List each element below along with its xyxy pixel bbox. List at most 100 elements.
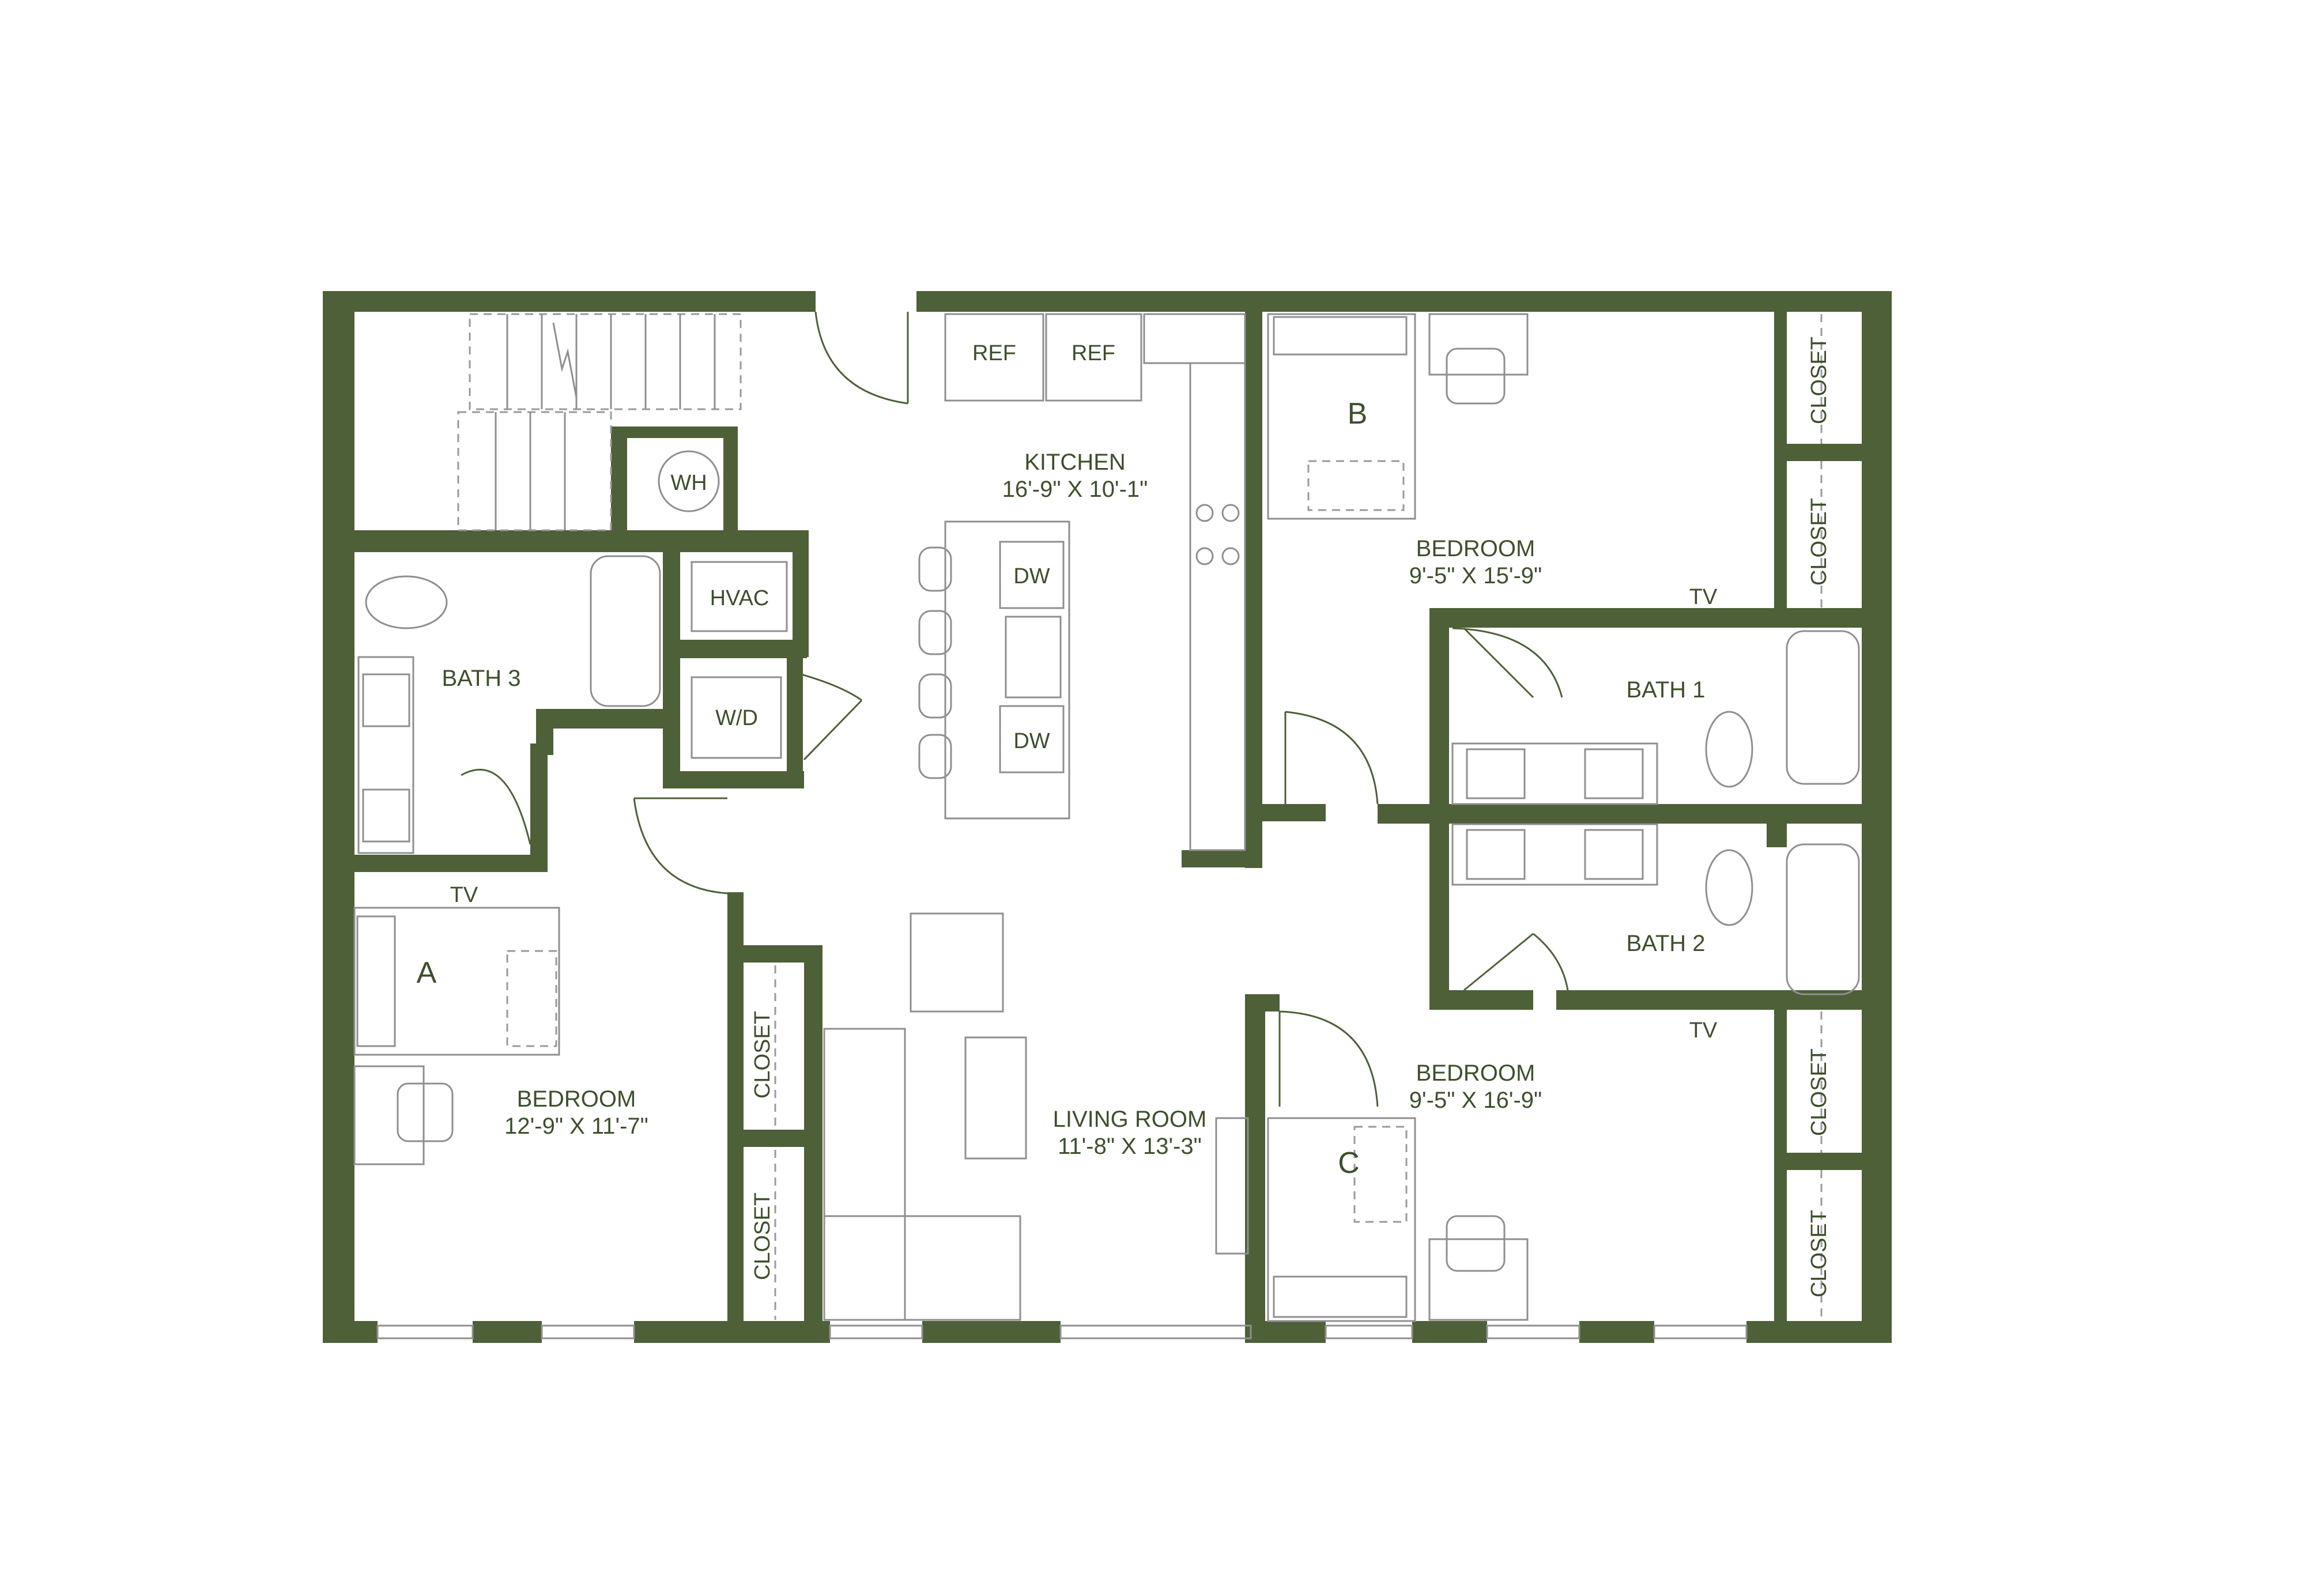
bar-stool bbox=[918, 673, 952, 719]
wall-bath-divider bbox=[1378, 804, 1892, 824]
kitchen-dims: 16'-9" X 10'-1" bbox=[1002, 477, 1148, 502]
wall-kitchen-east bbox=[1245, 312, 1262, 868]
wall-wh-right bbox=[723, 427, 738, 530]
wall-bottom-8 bbox=[1579, 1321, 1654, 1343]
wall-bath3-door bbox=[530, 744, 548, 870]
wall-bath2-bottom bbox=[1429, 990, 1533, 1010]
bedC-dims: 9'-5" X 16'-9" bbox=[1409, 1088, 1542, 1113]
windows bbox=[376, 1324, 1748, 1339]
bath3-name: BATH 3 bbox=[442, 666, 520, 691]
bedB-headboard bbox=[1273, 316, 1408, 356]
bath1-sink bbox=[1584, 748, 1644, 799]
wall-bath1-top bbox=[1429, 608, 1892, 628]
bedA-bed bbox=[353, 907, 560, 1056]
refrigerator-1 bbox=[944, 313, 1044, 402]
water-heater bbox=[658, 450, 720, 512]
door-bath3-swing bbox=[461, 769, 531, 845]
armchair bbox=[910, 912, 1004, 1013]
wall-kitchen-counter-end bbox=[1182, 850, 1262, 867]
dw-label: DW bbox=[1013, 564, 1050, 588]
closet-label: CLOSET bbox=[1807, 1210, 1831, 1297]
bath3-sink bbox=[362, 673, 410, 727]
counter-east bbox=[1189, 362, 1246, 851]
wall-wd-bottom bbox=[663, 771, 804, 788]
furniture bbox=[353, 313, 1529, 1322]
wall-stair-bottom bbox=[323, 530, 807, 552]
bath1-sink bbox=[1466, 748, 1526, 799]
wall-closetC-left bbox=[1774, 1003, 1787, 1170]
wall-bedC-top bbox=[1245, 994, 1280, 1012]
bedC-letter: C bbox=[1338, 1146, 1360, 1180]
ref-label: REF bbox=[972, 341, 1016, 365]
bath3-toilet bbox=[365, 575, 448, 629]
bedC-name: BEDROOM bbox=[1416, 1060, 1535, 1086]
hvac-label: HVAC bbox=[710, 586, 769, 610]
bedA-letter: A bbox=[417, 956, 437, 990]
wall-wh-top bbox=[611, 427, 738, 438]
tv-label: TV bbox=[1689, 585, 1718, 609]
bedB-name: BEDROOM bbox=[1416, 536, 1535, 561]
kitchen-name: KITCHEN bbox=[1024, 450, 1126, 475]
bar-stool bbox=[918, 546, 952, 592]
door-bedB-swing bbox=[1285, 711, 1379, 805]
bath2-toilet bbox=[1705, 849, 1753, 926]
kitchen-fixtures bbox=[658, 313, 1246, 851]
bath1-tub bbox=[1786, 630, 1860, 785]
bedC-bed bbox=[1267, 1117, 1416, 1322]
bedC-chair bbox=[1446, 1215, 1506, 1272]
window bbox=[1059, 1324, 1252, 1339]
window bbox=[1325, 1324, 1413, 1339]
wall-bath-mid-box bbox=[1767, 804, 1787, 847]
bath3-vanity bbox=[357, 656, 414, 854]
bedA-headboard bbox=[356, 915, 396, 1047]
bedB-letter: B bbox=[1348, 397, 1368, 431]
wall-left bbox=[323, 291, 354, 1343]
wall-closetC-mid bbox=[1774, 1153, 1892, 1170]
closet-label: CLOSET bbox=[1807, 498, 1831, 586]
wall-bottom-9 bbox=[1746, 1321, 1892, 1343]
door-bedA-swing bbox=[633, 798, 728, 895]
wall-closetB-left2 bbox=[1774, 450, 1787, 617]
stair-upper-run bbox=[469, 313, 742, 410]
door-wd-swing bbox=[801, 673, 862, 701]
bath2-sink bbox=[1466, 829, 1526, 880]
window bbox=[829, 1324, 923, 1339]
wall-bedA-east bbox=[727, 892, 744, 1343]
dw-label: DW bbox=[1013, 729, 1050, 753]
wall-top-left bbox=[323, 291, 816, 312]
living-dims: 11'-8" X 13'-3" bbox=[1058, 1134, 1202, 1159]
bedC-headboard bbox=[1273, 1275, 1408, 1318]
stair-lower-run bbox=[457, 411, 612, 531]
bar-stool bbox=[918, 734, 952, 779]
wall-bath3-bottom bbox=[323, 855, 548, 872]
wall-closetB-mid bbox=[1774, 444, 1892, 461]
bath3-sink bbox=[362, 788, 410, 843]
labels: KITCHEN 16'-9" X 10'-1" LIVING ROOM 11'-… bbox=[417, 337, 1831, 1297]
bath2-sink bbox=[1584, 829, 1644, 880]
wall-hvac-right bbox=[793, 530, 809, 657]
wall-closetB-left bbox=[1774, 312, 1787, 450]
closet-label: CLOSET bbox=[1807, 1048, 1831, 1136]
window bbox=[1653, 1324, 1748, 1339]
kitchen-island bbox=[944, 520, 1070, 820]
bar-stool bbox=[918, 610, 952, 655]
door-bedC-swing bbox=[1279, 1010, 1379, 1107]
tv-label: TV bbox=[450, 883, 478, 907]
window bbox=[541, 1324, 635, 1339]
cooktop-burner bbox=[1195, 547, 1214, 565]
cooktop-burner bbox=[1221, 547, 1240, 565]
bedA-name: BEDROOM bbox=[517, 1086, 636, 1112]
coffee-table bbox=[964, 1036, 1027, 1160]
wall-bottom-1 bbox=[323, 1321, 378, 1343]
washer-dryer bbox=[691, 676, 782, 759]
door-bath1-swing bbox=[1452, 627, 1563, 698]
door-bath2-leaf bbox=[1463, 933, 1534, 991]
dishwasher-2 bbox=[999, 705, 1065, 773]
doors bbox=[461, 311, 1569, 1107]
living-name: LIVING ROOM bbox=[1053, 1107, 1207, 1132]
bedB-desk bbox=[1428, 313, 1529, 376]
bedA-nightstand bbox=[506, 950, 557, 1047]
bath2-name: BATH 2 bbox=[1626, 931, 1705, 956]
bedA-desk bbox=[353, 1065, 425, 1165]
wall-bottom-2 bbox=[473, 1321, 542, 1343]
